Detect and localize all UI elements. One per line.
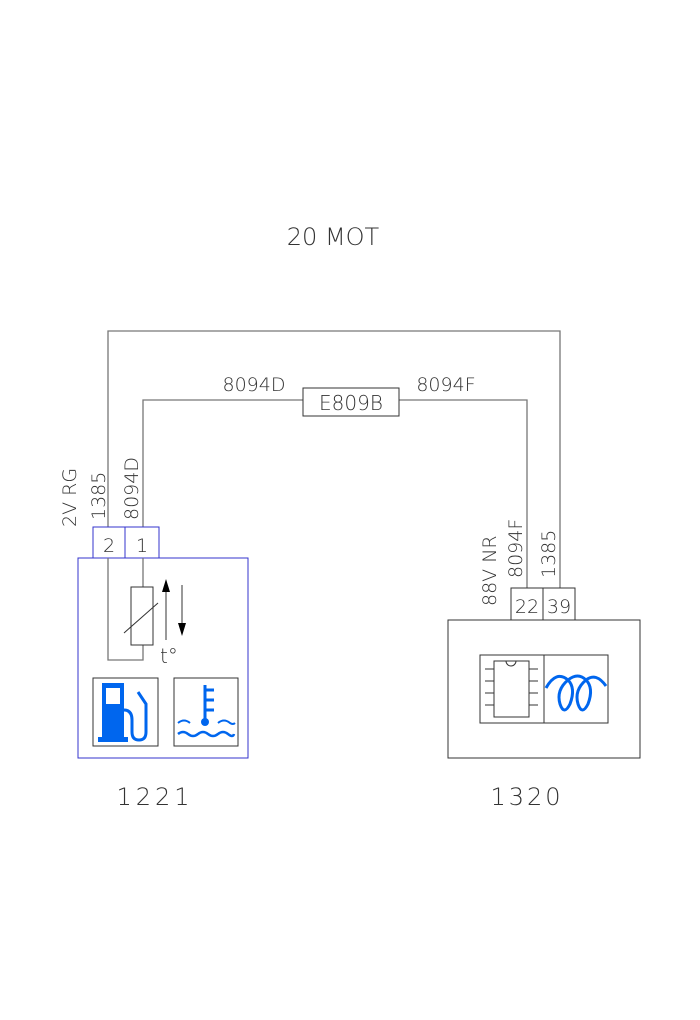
- wire-label-left: 8094D: [223, 374, 286, 396]
- temp-label: t°: [160, 644, 178, 668]
- diagram-title: 20 MOT: [287, 223, 380, 251]
- splice-box: [302, 387, 400, 417]
- glow-coil-icon: [543, 654, 609, 724]
- right-component-box: [447, 619, 641, 759]
- right-connector-label: 88V NR: [479, 535, 501, 606]
- right-wire-label-1: 8094F: [505, 519, 527, 578]
- left-component-box: [77, 557, 249, 759]
- wire-8094f: [399, 399, 528, 588]
- right-connector: 22 39: [510, 587, 576, 621]
- ecu-chip-icon: [479, 654, 545, 724]
- left-wire-label-1: 1385: [88, 472, 110, 520]
- internal-wire: [107, 558, 144, 661]
- left-wire-label-2: 8094D: [121, 457, 143, 520]
- right-wire-label-2: 1385: [538, 530, 560, 578]
- left-component-id: 1221: [116, 783, 193, 811]
- fuel-pump-icon: [92, 677, 159, 747]
- pin-2: 2: [103, 535, 115, 557]
- pin-39: 39: [547, 596, 571, 618]
- wire-label-right: 8094F: [416, 374, 475, 396]
- wire-8094d: [142, 399, 303, 527]
- coolant-temperature-icon: [173, 677, 239, 747]
- pin-1: 1: [136, 535, 148, 557]
- left-connector-label: 2V RG: [59, 468, 81, 527]
- thermistor-icon: [123, 579, 186, 646]
- wire-1385: [107, 330, 561, 588]
- right-component-id: 1320: [490, 783, 563, 811]
- left-connector: 2 1: [92, 526, 160, 559]
- pin-22: 22: [515, 596, 539, 618]
- splice-label: E809B: [319, 391, 383, 415]
